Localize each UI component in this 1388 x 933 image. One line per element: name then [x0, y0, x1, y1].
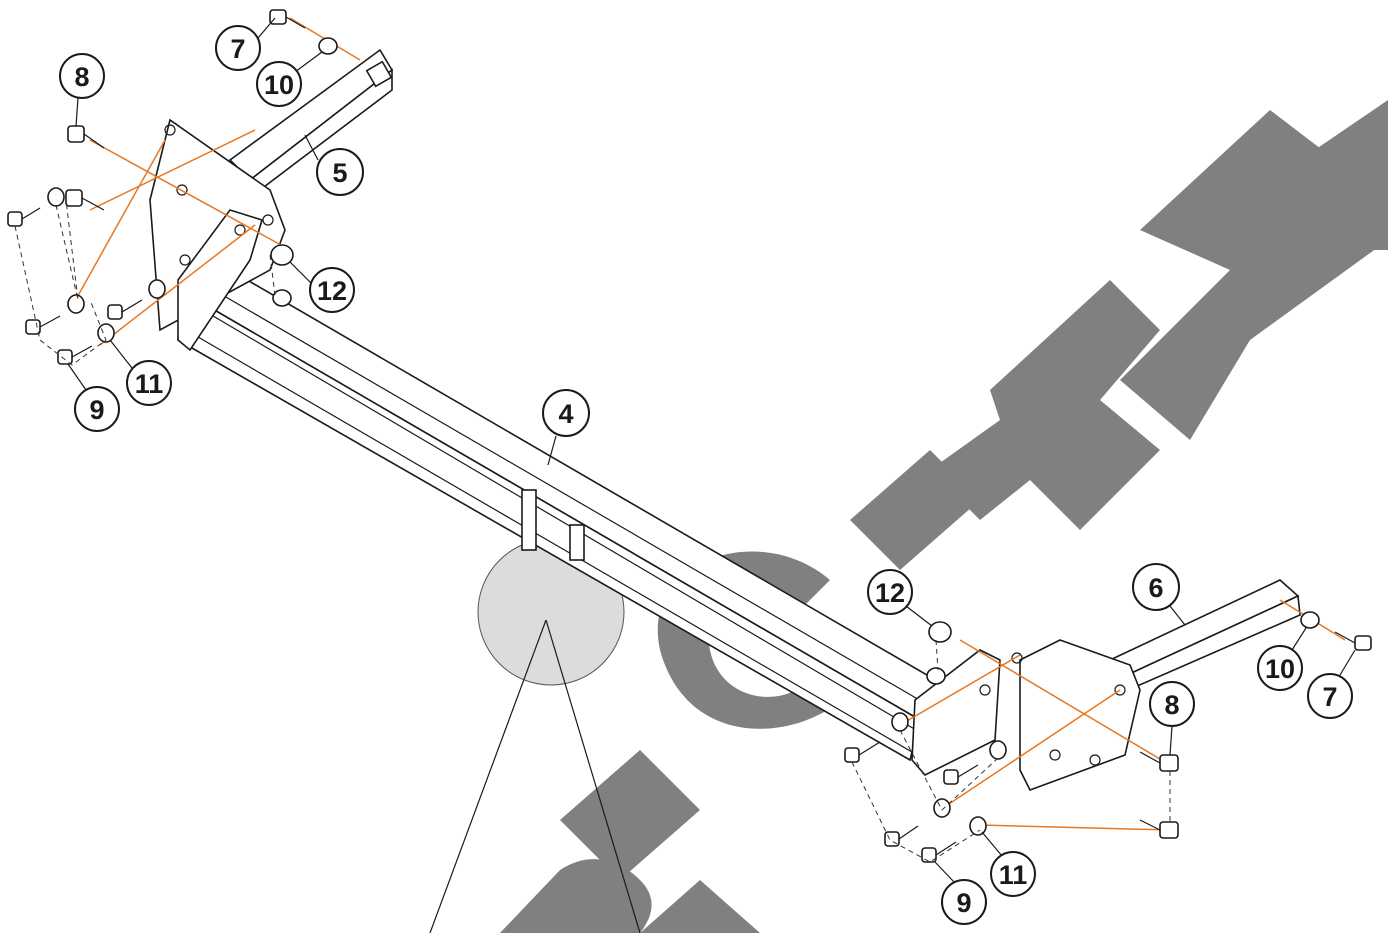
callout-8-left: 8	[59, 53, 105, 127]
left-mounting-plates	[149, 118, 286, 352]
cross-beam-part-4	[177, 269, 972, 762]
svg-text:7: 7	[1322, 682, 1337, 712]
callouts: 4 5 6 7 7 8	[59, 17, 1356, 925]
callout-12-right: 12	[867, 569, 933, 627]
callout-10-left: 10	[256, 51, 323, 107]
callout-10-right: 10	[1257, 627, 1307, 691]
alignment-axes	[69, 17, 1346, 831]
right-arm-part-6	[1108, 579, 1301, 692]
callout-5: 5	[304, 134, 364, 196]
callout-7-right: 7	[1307, 649, 1356, 719]
callout-7-left: 7	[215, 17, 276, 71]
right-mounting-plates	[911, 639, 1141, 791]
callout-4: 4	[542, 389, 590, 466]
callout-6: 6	[1132, 563, 1186, 626]
callout-8-right: 8	[1149, 681, 1195, 756]
hardware	[7, 9, 1372, 863]
svg-text:10: 10	[1265, 654, 1295, 684]
svg-text:10: 10	[264, 70, 294, 100]
svg-text:5: 5	[332, 158, 347, 188]
svg-text:8: 8	[74, 62, 89, 92]
callout-11-left: 11	[109, 339, 172, 406]
svg-text:6: 6	[1148, 573, 1163, 603]
svg-text:12: 12	[317, 276, 347, 306]
callout-12-left: 12	[289, 261, 355, 313]
svg-text:9: 9	[956, 888, 971, 918]
callout-9-right: 9	[934, 861, 987, 925]
svg-text:11: 11	[999, 860, 1028, 890]
svg-text:12: 12	[875, 578, 905, 608]
callout-11-right: 11	[981, 831, 1036, 897]
svg-text:7: 7	[230, 34, 245, 64]
svg-text:11: 11	[135, 369, 164, 399]
left-arm-part-5	[228, 48, 394, 198]
svg-text:8: 8	[1164, 690, 1179, 720]
callout-9-left: 9	[67, 363, 120, 432]
svg-text:9: 9	[89, 395, 104, 425]
svg-text:4: 4	[558, 399, 573, 429]
